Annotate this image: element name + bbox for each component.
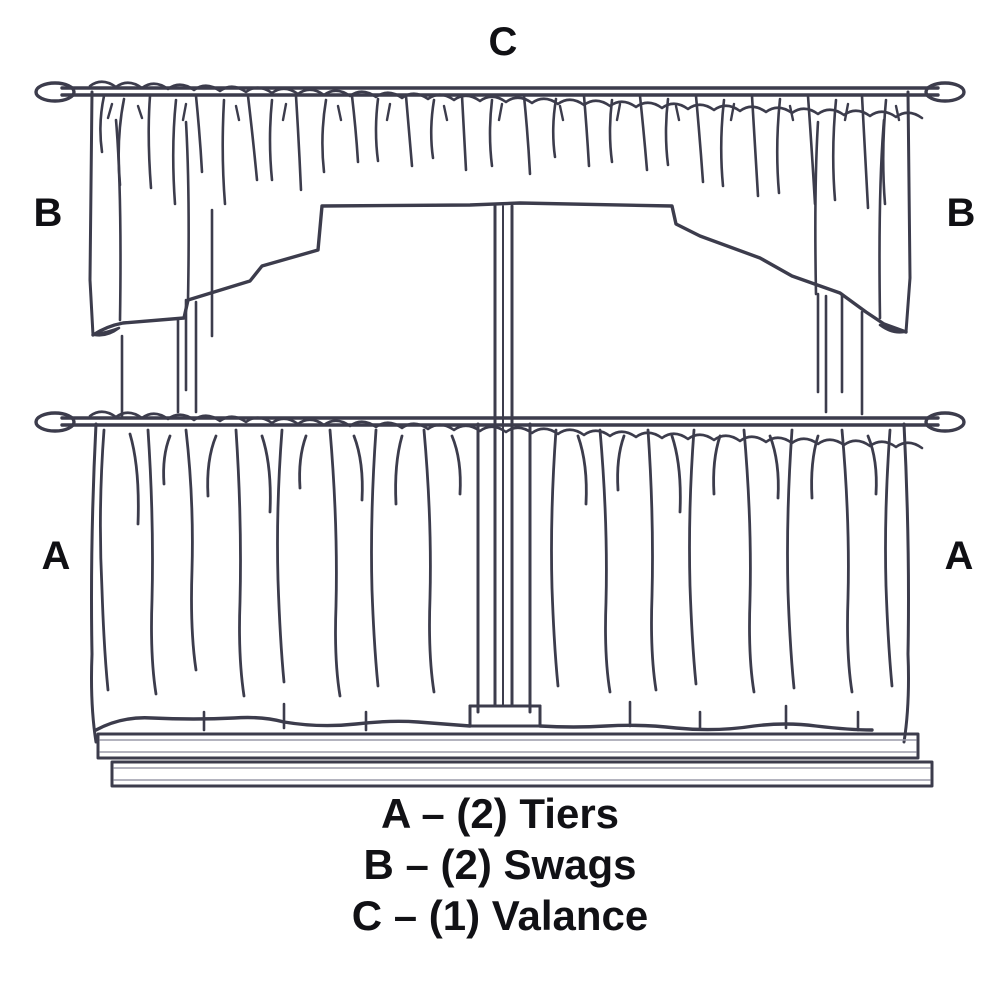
legend-caption: A – (2) Tiers B – (2) Swags C – (1) Vala… <box>0 788 1000 941</box>
callout-a-right: A <box>944 534 974 578</box>
upper-curtain-rod <box>60 86 940 97</box>
valance-panel-outline <box>88 90 912 337</box>
callout-c-top: C <box>488 20 518 64</box>
valance-fold-lines <box>99 94 888 210</box>
tier-bottom-hem <box>94 715 874 732</box>
lower-rod-finial-left <box>34 411 76 433</box>
valance-point-curl-right <box>878 323 908 334</box>
tier-hem-ticks <box>202 700 860 732</box>
tier-right-outline <box>528 422 910 744</box>
tier-left-fold-lines <box>99 428 462 698</box>
callout-a-left: A <box>41 534 71 578</box>
lower-rod-finial-right <box>924 411 966 433</box>
window-sill <box>96 732 934 788</box>
window-sill-shading <box>99 739 931 781</box>
window-mullion-base <box>468 704 542 728</box>
valance-point-curl-left <box>91 326 121 337</box>
valance-drop-lines <box>120 294 864 418</box>
lower-curtain-rod <box>60 416 940 427</box>
legend-line-b: B – (2) Swags <box>363 841 637 888</box>
tier-left-outline <box>90 422 480 744</box>
valance-header-gathers <box>88 80 924 120</box>
upper-rod-finial-right <box>924 81 966 103</box>
tier-right-fold-lines <box>550 428 894 694</box>
swag-right-drape <box>814 118 886 394</box>
swag-left-drape <box>114 118 214 392</box>
valance-gather-ticks <box>106 102 901 122</box>
callout-b-right: B <box>946 191 976 235</box>
callout-b-left: B <box>33 191 63 235</box>
tier-header-gathers <box>88 410 924 450</box>
legend-line-a: A – (2) Tiers <box>380 790 620 837</box>
legend-line-c: C – (1) Valance <box>351 892 649 939</box>
window-mullion <box>493 204 514 708</box>
upper-rod-finial-left <box>34 81 76 103</box>
valance-hem-edge <box>91 201 908 337</box>
